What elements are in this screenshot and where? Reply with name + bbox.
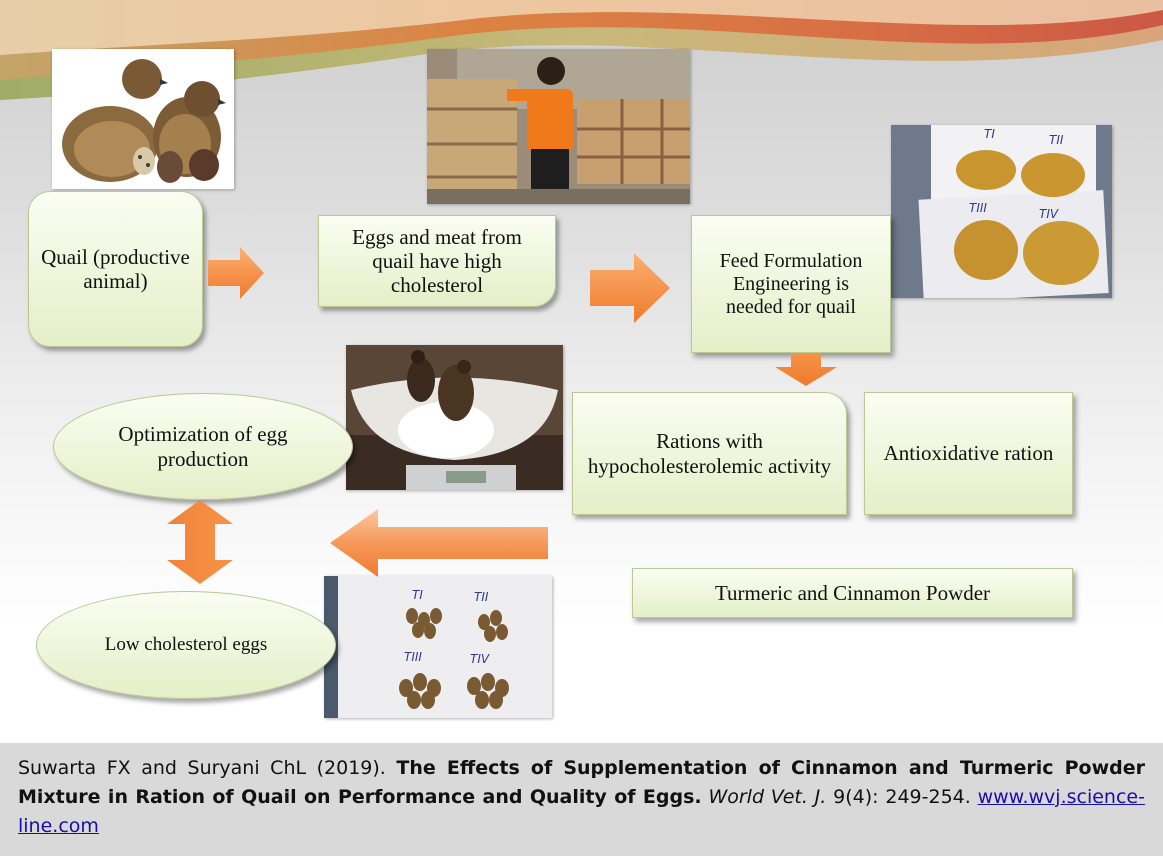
quail-on-scale-photo <box>346 345 563 490</box>
arrow-right-1 <box>208 247 264 299</box>
quail-box: Quail (productive animal) <box>28 191 203 347</box>
feed-formulation-box: Feed Formulation Engineering is needed f… <box>691 215 891 353</box>
low-cholesterol-ellipse: Low cholesterol eggs <box>36 591 336 699</box>
optimization-ellipse: Optimization of egg production <box>53 393 353 500</box>
quail-box-text: Quail (productive animal) <box>41 244 190 293</box>
quail-cage-photo <box>427 49 690 204</box>
citation-volume-pages: 9(4): 249-254. <box>833 786 971 808</box>
quail-photo <box>52 49 234 189</box>
feed-label-4: TIV <box>1039 207 1059 221</box>
hypocholesterolemic-box: Rations with hypocholesterolemic activit… <box>572 392 847 515</box>
citation-journal: World Vet. J. <box>708 786 827 808</box>
turmeric-cinnamon-box-text: Turmeric and Cinnamon Powder <box>714 580 991 605</box>
arrow-down <box>775 353 837 386</box>
feed-label-2: TII <box>1049 133 1064 147</box>
arrow-right-2 <box>590 253 670 323</box>
egg-label-2: TII <box>474 590 489 604</box>
citation-link[interactable]: www.wvj.science-line.com <box>18 786 1145 837</box>
feed-samples-photo: TI TII TIII TIV <box>891 125 1112 298</box>
arrow-bidirectional-vertical <box>167 500 233 584</box>
egg-label-1: TI <box>412 588 423 602</box>
antioxidative-box-text: Antioxidative ration <box>883 441 1054 466</box>
citation-authors: Suwarta FX and Suryani ChL (2019). <box>18 757 386 779</box>
decorative-wave <box>0 0 1163 100</box>
turmeric-cinnamon-box: Turmeric and Cinnamon Powder <box>632 568 1073 618</box>
cholesterol-box: Eggs and meat from quail have high chole… <box>318 215 556 307</box>
feed-label-3: TIII <box>969 201 987 215</box>
eggs-samples-photo: TI TII TIII TIV <box>324 576 552 718</box>
feed-formulation-box-text: Feed Formulation Engineering is needed f… <box>719 249 863 318</box>
citation-title: The Effects of Supplementation of Cinnam… <box>18 757 1146 808</box>
cholesterol-box-text: Eggs and meat from quail have high chole… <box>352 224 522 298</box>
egg-label-3: TIII <box>404 650 422 664</box>
hypocholesterolemic-box-text: Rations with hypocholesterolemic activit… <box>587 429 832 478</box>
egg-label-4: TIV <box>470 652 490 666</box>
feed-label-1: TI <box>984 127 995 141</box>
slide: TI TII TIII TIV <box>0 0 1163 740</box>
arrow-left <box>330 509 548 577</box>
low-cholesterol-ellipse-text: Low cholesterol eggs <box>104 634 268 656</box>
citation-caption: Suwarta FX and Suryani ChL (2019). The E… <box>0 743 1163 856</box>
optimization-ellipse-text: Optimization of egg production <box>118 422 288 471</box>
antioxidative-box: Antioxidative ration <box>864 392 1073 515</box>
